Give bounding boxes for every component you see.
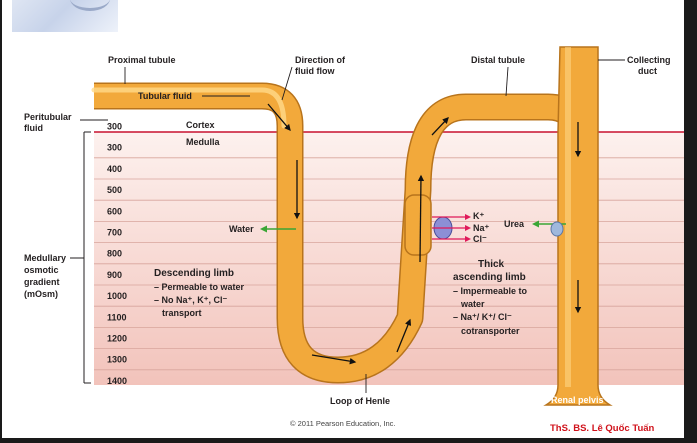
- author-credit: ThS. BS. Lê Quốc Tuấn: [550, 423, 655, 434]
- medullary-label-line1: Medullary: [24, 253, 66, 263]
- tubule-highlight: [91, 87, 287, 129]
- osmolarity-scale: 300 300 400 500 600 700 800 900 1000 1100 1200 1300…: [107, 122, 127, 386]
- ascending-limb-line2: water: [460, 299, 485, 309]
- medullary-label-line3: gradient: [24, 277, 60, 287]
- copyright-credit: © 2011 Pearson Education, Inc.: [290, 419, 395, 428]
- proximal-tubule-label: Proximal tubule: [108, 55, 176, 65]
- collecting-duct-label-line1: Collecting: [627, 55, 671, 65]
- peritubular-label-line2: fluid: [24, 123, 43, 133]
- flow-arrow-ascending-low: [396, 318, 412, 353]
- frame-edge-left: [0, 0, 2, 443]
- loop-of-henle-label: Loop of Henle: [330, 396, 390, 406]
- flow-arrow-bottom: [311, 354, 357, 365]
- potassium-label: K⁺: [473, 211, 484, 221]
- direction-label-line1: Direction of: [295, 55, 346, 65]
- ascending-limb-title1: Thick: [478, 259, 505, 270]
- ascending-limb-line3: – Na⁺/ K⁺/ Cl⁻: [453, 312, 512, 322]
- urea-label: Urea: [504, 219, 525, 229]
- urea-channel-icon: [550, 221, 564, 237]
- osmolarity-tick-label: 300: [107, 143, 122, 153]
- direction-label-line2: fluid flow: [295, 66, 335, 76]
- ion-arrowhead-k: [465, 214, 471, 220]
- ascending-limb-title2: ascending limb: [453, 272, 526, 283]
- frame-edge-right: [684, 0, 697, 443]
- water-label: Water: [229, 224, 254, 234]
- osmolarity-tick-label: 400: [107, 164, 122, 174]
- ion-arrowhead-cl: [465, 236, 471, 242]
- descending-limb-line2: – No Na⁺, K⁺, Cl⁻: [154, 295, 228, 305]
- water-arrowhead: [260, 225, 267, 233]
- osmolarity-tick-label: 900: [107, 270, 122, 280]
- osmolarity-tick-label: 500: [107, 185, 122, 195]
- osmolarity-tick-label: 1100: [107, 312, 127, 322]
- sodium-label: Na⁺: [473, 223, 490, 233]
- tubular-fluid-label: Tubular fluid: [138, 91, 192, 101]
- medullary-label-line2: osmotic: [24, 265, 59, 275]
- medulla-label: Medulla: [186, 137, 220, 147]
- urea-arrowhead: [532, 220, 539, 228]
- renal-pelvis-label: Renal pelvis: [551, 395, 604, 405]
- frame-edge-bottom: [0, 438, 697, 443]
- collecting-duct-label-line2: duct: [638, 66, 657, 76]
- header-thumbnail-image: [12, 0, 118, 32]
- medullary-label-line4: (mOsm): [24, 289, 58, 299]
- osmolarity-tick-label: 1200: [107, 334, 127, 344]
- ion-arrowhead-na: [465, 225, 471, 231]
- osmolarity-tick-label: 1400: [107, 376, 127, 386]
- flow-arrow-ascending-high: [417, 174, 425, 263]
- cortex-label: Cortex: [186, 120, 215, 130]
- ascending-limb-line4: cotransporter: [461, 326, 520, 336]
- thick-ascending-segment: [404, 194, 432, 256]
- descending-limb-line1: – Permeable to water: [154, 282, 245, 292]
- distal-tubule-label: Distal tubule: [471, 55, 525, 65]
- descending-limb-title: Descending limb: [154, 268, 234, 279]
- osmolarity-tick-label: 300: [107, 122, 122, 132]
- collecting-duct-highlight: [565, 47, 571, 387]
- nephron-tubule: [94, 84, 548, 382]
- osmolarity-tick-label: 1000: [107, 291, 127, 301]
- flow-arrow-cortex: [267, 103, 291, 131]
- collecting-duct: [543, 46, 613, 406]
- distal-leader: [505, 66, 509, 97]
- osmolarity-tick-label: 1300: [107, 355, 127, 365]
- peritubular-label-line1: Peritubular: [24, 112, 72, 122]
- descending-limb-line3: transport: [162, 308, 202, 318]
- osmolarity-tick-label: 600: [107, 206, 122, 216]
- chloride-label: Cl⁻: [473, 234, 487, 244]
- direction-leader: [281, 66, 293, 101]
- nephron-diagram: 300 300 400 500 600 700 800 900 1000 1100 1200 1300…: [24, 46, 684, 434]
- osmolarity-tick-label: 800: [107, 249, 122, 259]
- flow-arrow-distal: [431, 117, 449, 136]
- ascending-limb-line1: – Impermeable to: [453, 286, 528, 296]
- osmolarity-tick-label: 700: [107, 228, 122, 238]
